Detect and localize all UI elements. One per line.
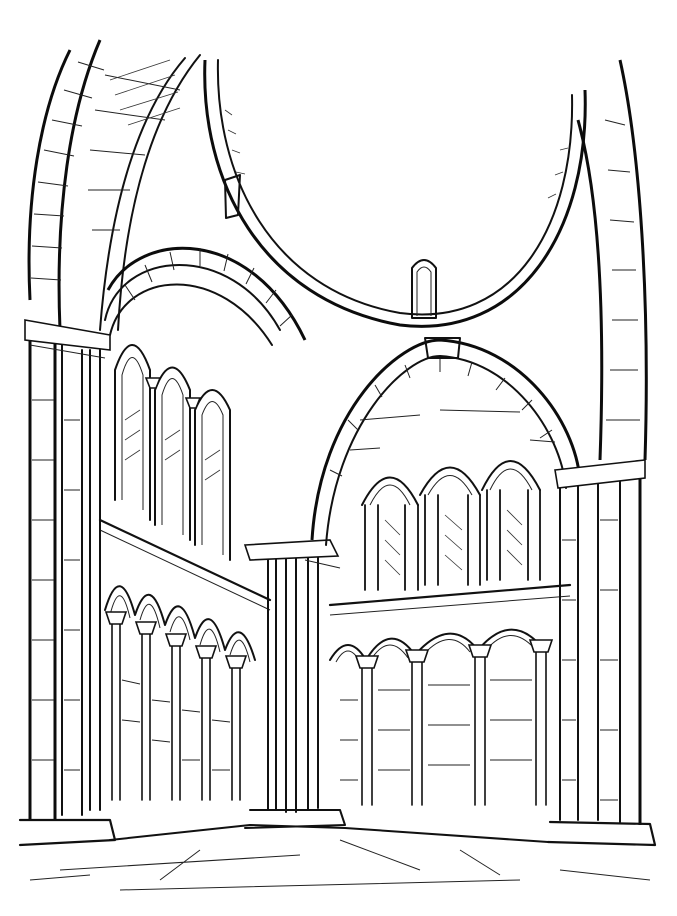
nave-floor [29, 824, 651, 891]
right-crossing-pier [546, 59, 657, 847]
dome-lancet-window [411, 259, 437, 319]
left-crossing-pier [18, 319, 117, 847]
left-transverse-arch [27, 39, 201, 331]
left-clerestory-arcade [98, 246, 307, 611]
far-transverse-arch [310, 337, 582, 546]
far-wall-lower-arcade [329, 628, 554, 806]
crossing-dome [203, 59, 587, 328]
far-wall-clerestory [328, 409, 572, 616]
left-lower-arcade [104, 585, 256, 801]
centre-clustered-pier [243, 539, 346, 829]
